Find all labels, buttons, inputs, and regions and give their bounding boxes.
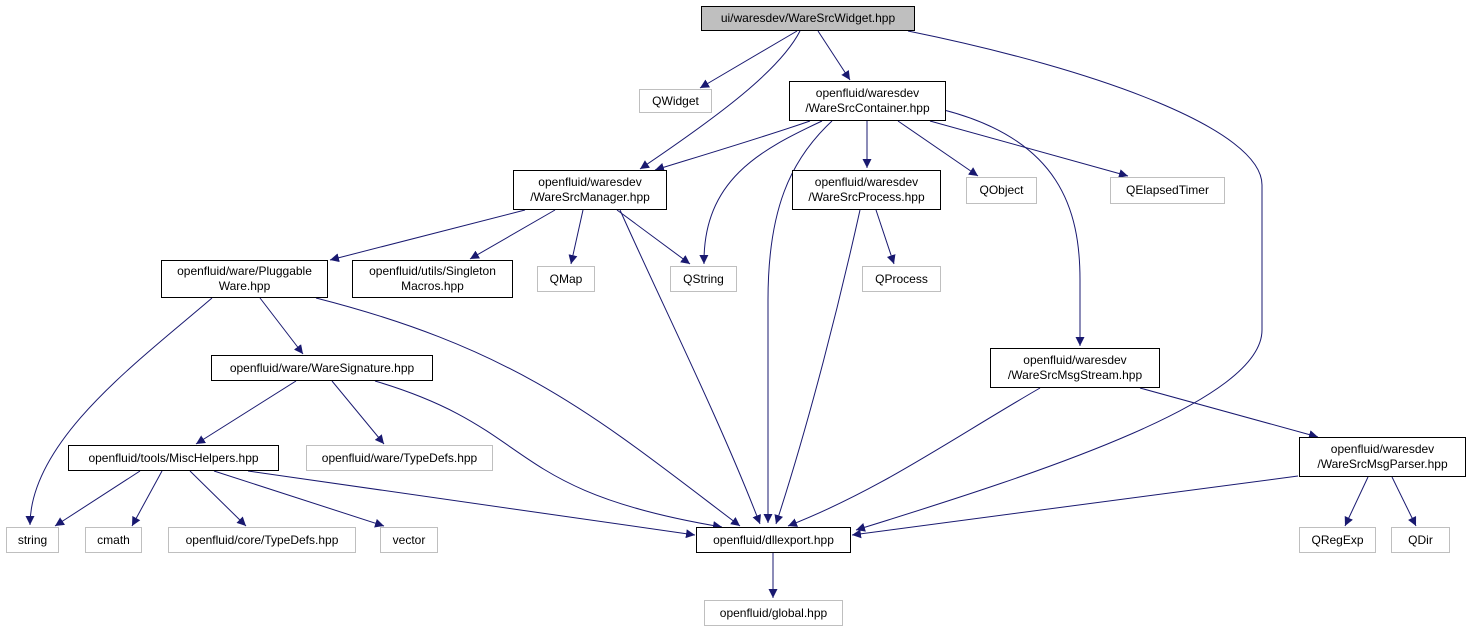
node-label: vector (392, 532, 426, 547)
edge-container-to-qobject (897, 120, 979, 177)
edge-signature-to-waretypedefs (331, 380, 385, 445)
node-label: openfluid/ware/WareSignature.hpp (229, 360, 415, 375)
node-msgstream[interactable]: openfluid/waresdev /WareSrcMsgStream.hpp (990, 348, 1160, 388)
node-waretypedefs[interactable]: openfluid/ware/TypeDefs.hpp (306, 445, 493, 471)
edge-container-to-qstring (699, 120, 823, 265)
edge-msgstream-to-msgparser (1139, 387, 1319, 439)
node-label: openfluid/waresdev /WareSrcManager.hpp (530, 175, 650, 204)
node-label: cmath (97, 532, 130, 547)
node-string[interactable]: string (6, 527, 59, 553)
edge-signature-to-dllexport (374, 380, 723, 530)
node-label: openfluid/global.hpp (719, 605, 828, 620)
node-manager[interactable]: openfluid/waresdev /WareSrcManager.hpp (513, 170, 667, 210)
node-label: openfluid/waresdev /WareSrcMsgStream.hpp (1007, 353, 1143, 382)
edge-widget-to-manager (639, 30, 801, 170)
node-qwidget[interactable]: QWidget (639, 89, 712, 113)
node-label: openfluid/waresdev /WareSrcMsgParser.hpp (1317, 442, 1448, 471)
edge-widget-to-dllexport (855, 30, 1263, 532)
edge-msgparser-to-qregexp (1344, 476, 1369, 527)
edge-widget-to-qwidget (699, 30, 798, 89)
edge-pluggable-to-dllexport (315, 297, 741, 527)
node-container[interactable]: openfluid/waresdev /WareSrcContainer.hpp (789, 81, 946, 121)
node-label: QObject (979, 183, 1024, 197)
node-dllexport[interactable]: openfluid/dllexport.hpp (696, 527, 851, 553)
node-qdir[interactable]: QDir (1391, 527, 1450, 553)
edge-manager-to-dllexport (619, 209, 761, 525)
node-qelapsed[interactable]: QElapsedTimer (1110, 177, 1225, 204)
node-label: QMap (549, 271, 583, 286)
node-label: QElapsedTimer (1126, 183, 1209, 197)
node-qmap[interactable]: QMap (537, 266, 595, 292)
node-coretypedefs[interactable]: openfluid/core/TypeDefs.hpp (168, 527, 356, 553)
node-signature[interactable]: openfluid/ware/WareSignature.hpp (211, 355, 433, 381)
edge-container-to-qelapsed (929, 120, 1129, 178)
edge-process-to-dllexport (774, 209, 861, 525)
edge-mischelpers-to-cmath (131, 470, 163, 527)
edge-msgparser-to-dllexport (851, 475, 1299, 539)
node-label: openfluid/dllexport.hpp (713, 532, 834, 547)
node-label: QProcess (875, 271, 928, 286)
edge-container-to-msgstream (943, 109, 1085, 346)
node-label: openfluid/core/TypeDefs.hpp (185, 532, 339, 547)
node-qprocess[interactable]: QProcess (862, 266, 941, 292)
node-pluggable[interactable]: openfluid/ware/Pluggable Ware.hpp (161, 260, 328, 298)
edge-manager-to-qmap (568, 209, 584, 265)
edge-mischelpers-to-vector (213, 470, 385, 528)
node-label: QDir (1408, 532, 1433, 547)
node-label: openfluid/tools/MiscHelpers.hpp (88, 450, 259, 465)
node-label: QWidget (652, 93, 699, 108)
node-msgparser[interactable]: openfluid/waresdev /WareSrcMsgParser.hpp (1299, 437, 1466, 477)
edge-container-to-manager (654, 120, 811, 172)
node-global[interactable]: openfluid/global.hpp (704, 600, 843, 626)
edge-msgparser-to-qdir (1391, 476, 1417, 527)
node-label: QString (683, 271, 724, 286)
edge-process-to-qprocess (875, 209, 896, 265)
node-label: openfluid/ware/TypeDefs.hpp (321, 450, 478, 465)
node-label: openfluid/ware/Pluggable Ware.hpp (177, 264, 312, 293)
edge-manager-to-singleton (469, 209, 556, 260)
edge-mischelpers-to-dllexport (247, 470, 696, 539)
node-process[interactable]: openfluid/waresdev /WareSrcProcess.hpp (792, 170, 941, 210)
node-label: openfluid/waresdev /WareSrcProcess.hpp (808, 175, 925, 204)
edge-pluggable-to-string (25, 297, 213, 526)
node-vector[interactable]: vector (380, 527, 438, 553)
edge-mischelpers-to-string (54, 470, 141, 527)
edge-manager-to-qstring (616, 209, 691, 265)
edge-widget-to-container (817, 30, 851, 81)
edge-manager-to-pluggable (329, 209, 526, 263)
node-label: string (17, 532, 48, 547)
node-label: ui/waresdev/WareSrcWidget.hpp (720, 11, 896, 25)
node-widget[interactable]: ui/waresdev/WareSrcWidget.hpp (701, 6, 915, 31)
edge-pluggable-to-signature (259, 297, 304, 355)
edge-msgstream-to-dllexport (787, 387, 1041, 527)
edge-container-to-dllexport (763, 120, 833, 523)
node-label: openfluid/utils/Singleton Macros.hpp (369, 264, 496, 293)
node-label: openfluid/waresdev /WareSrcContainer.hpp (805, 86, 930, 115)
node-qobject[interactable]: QObject (966, 177, 1037, 204)
edge-mischelpers-to-coretypedefs (189, 470, 247, 527)
node-mischelpers[interactable]: openfluid/tools/MiscHelpers.hpp (68, 445, 279, 471)
node-qstring[interactable]: QString (670, 266, 737, 292)
node-cmath[interactable]: cmath (85, 527, 142, 553)
node-singleton[interactable]: openfluid/utils/Singleton Macros.hpp (352, 260, 513, 298)
node-qregexp[interactable]: QRegExp (1299, 527, 1376, 553)
node-label: QRegExp (1311, 532, 1364, 547)
edge-signature-to-mischelpers (195, 380, 297, 445)
